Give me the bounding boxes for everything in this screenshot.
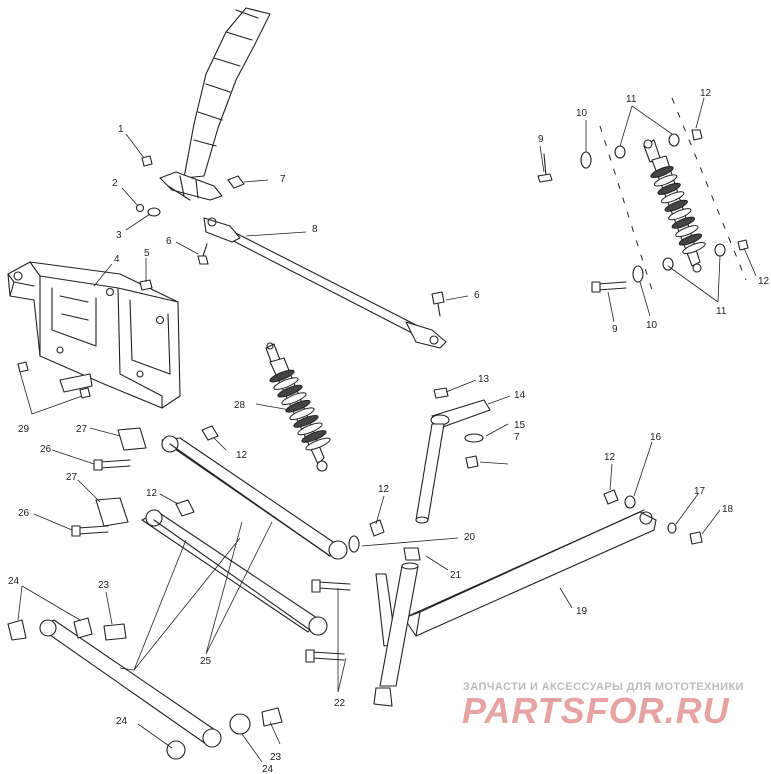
callout-12a: 12	[236, 450, 248, 461]
callout-labels: 1 2 3 7 6 5 4 8 6 29 28 27 12 26 27 12 2…	[8, 88, 770, 774]
callout-5: 5	[144, 248, 150, 259]
callout-27: 27	[76, 424, 88, 435]
leader-lines	[17, 97, 757, 763]
spring-coil	[675, 225, 699, 238]
callout-24c: 24	[262, 764, 274, 774]
spring-coil	[289, 407, 315, 421]
callout-13: 13	[478, 374, 490, 385]
steering-post	[159, 7, 271, 201]
spring-coil	[293, 414, 319, 428]
spring-coil	[650, 165, 674, 179]
spring-coil	[301, 430, 327, 443]
callout-7: 7	[280, 174, 286, 185]
spring-coil	[269, 369, 295, 383]
spring-coil	[305, 437, 331, 451]
callout-3: 3	[116, 230, 122, 241]
spring-coil	[682, 241, 706, 255]
callout-14: 14	[514, 390, 526, 401]
tie-rod	[203, 217, 447, 349]
callout-12b: 12	[146, 488, 158, 499]
upper-control-arm	[141, 435, 348, 636]
callout-10b: 10	[646, 320, 658, 331]
callout-29: 29	[18, 424, 30, 435]
callout-10a: 10	[576, 108, 588, 119]
watermark-logo: PARTSFOR.RU	[462, 690, 730, 731]
spring-coil	[285, 399, 311, 413]
callout-11b: 11	[716, 306, 727, 317]
frame-bracket	[7, 261, 181, 409]
callout-26b: 26	[18, 508, 30, 519]
callout-4: 4	[114, 254, 120, 265]
callout-24a: 24	[8, 576, 20, 587]
spring-coil	[277, 384, 303, 398]
hardware	[7, 97, 749, 760]
shock-absorber-right	[643, 139, 706, 273]
spring-coil	[653, 174, 678, 187]
a-arm	[373, 509, 657, 707]
callout-12f: 12	[758, 276, 770, 287]
shock-absorber-left	[265, 342, 331, 472]
callout-6: 6	[166, 236, 172, 247]
callout-2: 2	[112, 178, 118, 189]
callout-25: 25	[200, 656, 212, 667]
callout-16: 16	[650, 432, 662, 443]
callout-22: 22	[334, 698, 346, 709]
watermark-caption: ЗАПЧАСТИ И АКСЕССУАРЫ ДЛЯ МОТОТЕХНИКИ	[463, 681, 744, 693]
spring-coil	[281, 392, 307, 406]
callout-17: 17	[694, 486, 706, 497]
spring-coil	[660, 191, 685, 204]
callout-20: 20	[464, 532, 476, 543]
callout-6b: 6	[474, 290, 480, 301]
spring-coil	[668, 208, 692, 221]
spindle-arm	[415, 399, 491, 524]
callout-12c: 12	[378, 484, 390, 495]
callout-19: 19	[576, 606, 588, 617]
callout-9a: 9	[538, 134, 544, 145]
spring-coil	[657, 182, 681, 195]
callout-23a: 23	[98, 580, 110, 591]
callout-21: 21	[450, 570, 462, 581]
callout-26: 26	[40, 444, 52, 455]
callout-12e: 12	[700, 88, 712, 99]
callout-9b: 9	[612, 324, 618, 335]
callout-15: 15	[514, 420, 526, 431]
spring-coil	[678, 233, 703, 246]
callout-18: 18	[722, 504, 734, 515]
callout-24b: 24	[116, 716, 128, 727]
callout-23b: 23	[270, 752, 282, 763]
spring-coil	[273, 377, 299, 390]
callout-28: 28	[234, 400, 246, 411]
spring-coil	[297, 422, 323, 436]
spring-coil	[664, 199, 688, 212]
callout-12d: 12	[604, 452, 616, 463]
callout-11a: 11	[626, 94, 637, 105]
spring-coil	[671, 216, 696, 229]
lower-radius-rod	[39, 619, 222, 748]
callout-8: 8	[312, 224, 318, 235]
callout-27b: 27	[66, 472, 78, 483]
callout-7b: 7	[514, 432, 520, 443]
callout-1: 1	[118, 124, 124, 135]
